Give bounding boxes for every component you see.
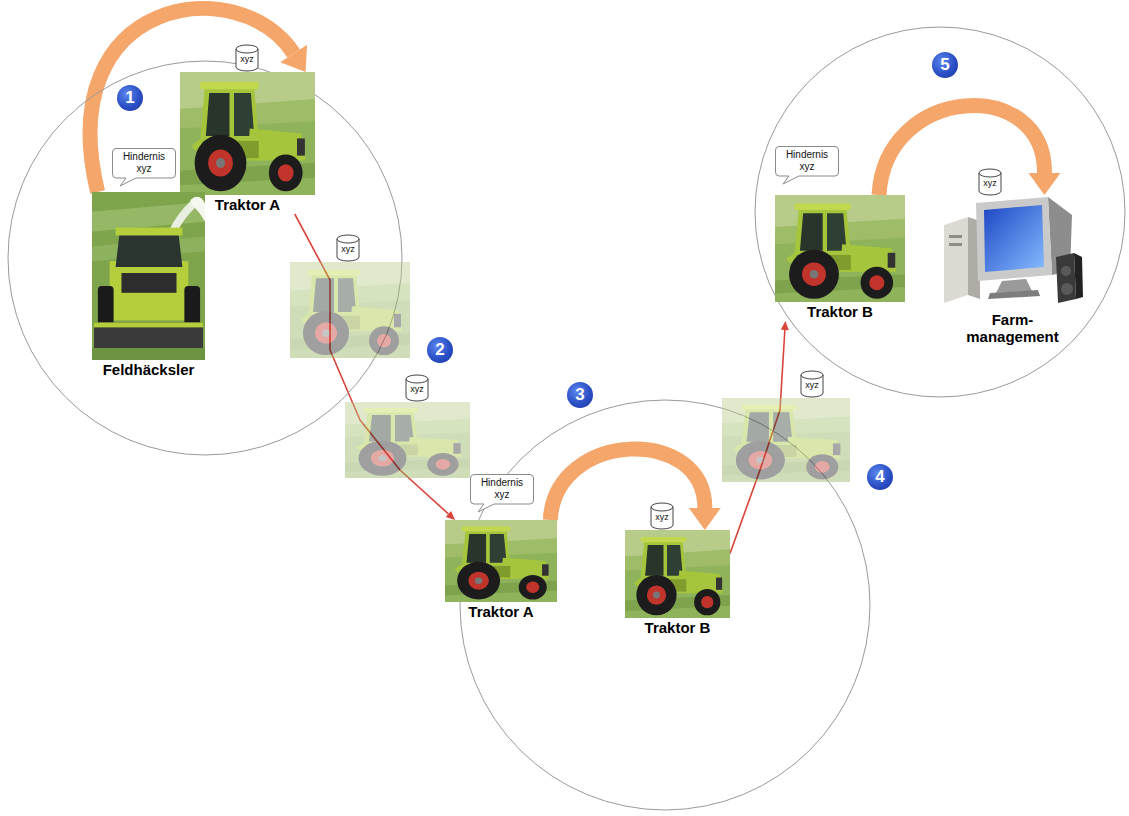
cylinder-body xyxy=(406,375,428,401)
label-row: Traktor B xyxy=(625,619,730,637)
data-transfer-arrow xyxy=(550,449,721,530)
group-circle xyxy=(8,61,402,455)
arrow-body xyxy=(550,449,705,520)
harvester-node: Feldhäcksler xyxy=(92,192,205,379)
cylinder-body xyxy=(979,169,1001,195)
data-text: xyz xyxy=(235,44,259,64)
bubble-outline xyxy=(776,147,839,185)
arrow-head xyxy=(689,508,721,530)
tractor-picture xyxy=(775,195,905,302)
cylinder-lid xyxy=(236,49,258,53)
label-row: Farm- management xyxy=(940,311,1085,346)
callout-number-text: 5 xyxy=(932,52,958,78)
speech-bubble: Hindernis xyz xyxy=(775,146,839,176)
machine-label: Traktor A xyxy=(468,603,533,620)
speech-bubble: Hindernis xyz xyxy=(112,148,176,178)
tractor-image xyxy=(625,530,730,618)
data-transfer-arrow xyxy=(879,106,1061,195)
data-cylinder: xyz xyxy=(336,234,360,262)
faded-tractor xyxy=(722,398,850,482)
computer-node: Farm- management xyxy=(940,195,1085,346)
tractor-image xyxy=(445,520,557,602)
data-text: xyz xyxy=(978,168,1002,188)
machine-label: Traktor B xyxy=(807,303,873,320)
cylinder-lid xyxy=(801,375,823,379)
tractor-node: Traktor B xyxy=(775,195,905,321)
cylinder-lid xyxy=(406,379,428,383)
machine-label: Feldhäcksler xyxy=(103,361,195,378)
data-text: xyz xyxy=(405,374,429,394)
arrow-head xyxy=(280,45,307,72)
tractor-image xyxy=(180,72,315,195)
faded-tractor xyxy=(290,262,410,358)
callout-number: 3 xyxy=(567,382,593,408)
harvester-picture xyxy=(92,192,205,360)
arrow-head xyxy=(781,321,789,330)
bubble-outline xyxy=(471,475,534,513)
arrow-body xyxy=(879,106,1045,195)
tractor-picture xyxy=(180,72,315,195)
callout-number: 1 xyxy=(117,85,143,111)
cylinder-body xyxy=(801,371,823,397)
machine-label: Traktor B xyxy=(645,619,711,636)
label-row: Feldhäcksler xyxy=(92,361,205,379)
data-text: xyz xyxy=(800,370,824,390)
tractor-node: Traktor A xyxy=(445,520,557,621)
speech-bubble: Hindernis xyz xyxy=(470,474,534,504)
cylinder-body xyxy=(651,503,673,529)
tractor-node: Traktor B xyxy=(625,530,730,637)
tractor-picture xyxy=(625,530,730,618)
callout-number: 4 xyxy=(867,464,893,490)
cylinder-lid xyxy=(979,173,1001,177)
callout-number: 5 xyxy=(932,52,958,78)
group-circle xyxy=(755,27,1125,397)
machine-label: Traktor A xyxy=(215,196,280,213)
data-cylinder: xyz xyxy=(800,370,824,398)
arrow-head xyxy=(1029,173,1061,195)
cylinder-body xyxy=(337,235,359,261)
machine-label: Farm- management xyxy=(958,311,1068,346)
arrow-head xyxy=(446,511,455,520)
data-text: xyz xyxy=(336,234,360,254)
computer-picture xyxy=(940,195,1085,310)
bubble-text: Hindernis xyz xyxy=(470,474,534,502)
data-text: xyz xyxy=(650,502,674,522)
tractor-picture xyxy=(445,520,557,602)
data-cylinder: xyz xyxy=(235,44,259,72)
cylinder-lid xyxy=(337,239,359,243)
computer-image xyxy=(944,197,1083,303)
tractor-image xyxy=(775,195,905,302)
data-cylinder: xyz xyxy=(978,168,1002,196)
callout-number-text: 3 xyxy=(567,382,593,408)
bubble-text: Hindernis xyz xyxy=(112,148,176,176)
callout-number-text: 1 xyxy=(117,85,143,111)
bubble-outline xyxy=(113,149,176,187)
cylinder-lid xyxy=(651,507,673,511)
data-cylinder: xyz xyxy=(405,374,429,402)
callout-number-text: 4 xyxy=(867,464,893,490)
label-row: Traktor A xyxy=(445,603,557,621)
faded-tractor xyxy=(345,402,470,478)
label-row: Traktor B xyxy=(775,303,905,321)
callout-number: 2 xyxy=(427,337,453,363)
harvester-image xyxy=(92,192,205,360)
callout-number-text: 2 xyxy=(427,337,453,363)
data-cylinder: xyz xyxy=(650,502,674,530)
bubble-text: Hindernis xyz xyxy=(775,146,839,174)
cylinder-body xyxy=(236,45,258,71)
